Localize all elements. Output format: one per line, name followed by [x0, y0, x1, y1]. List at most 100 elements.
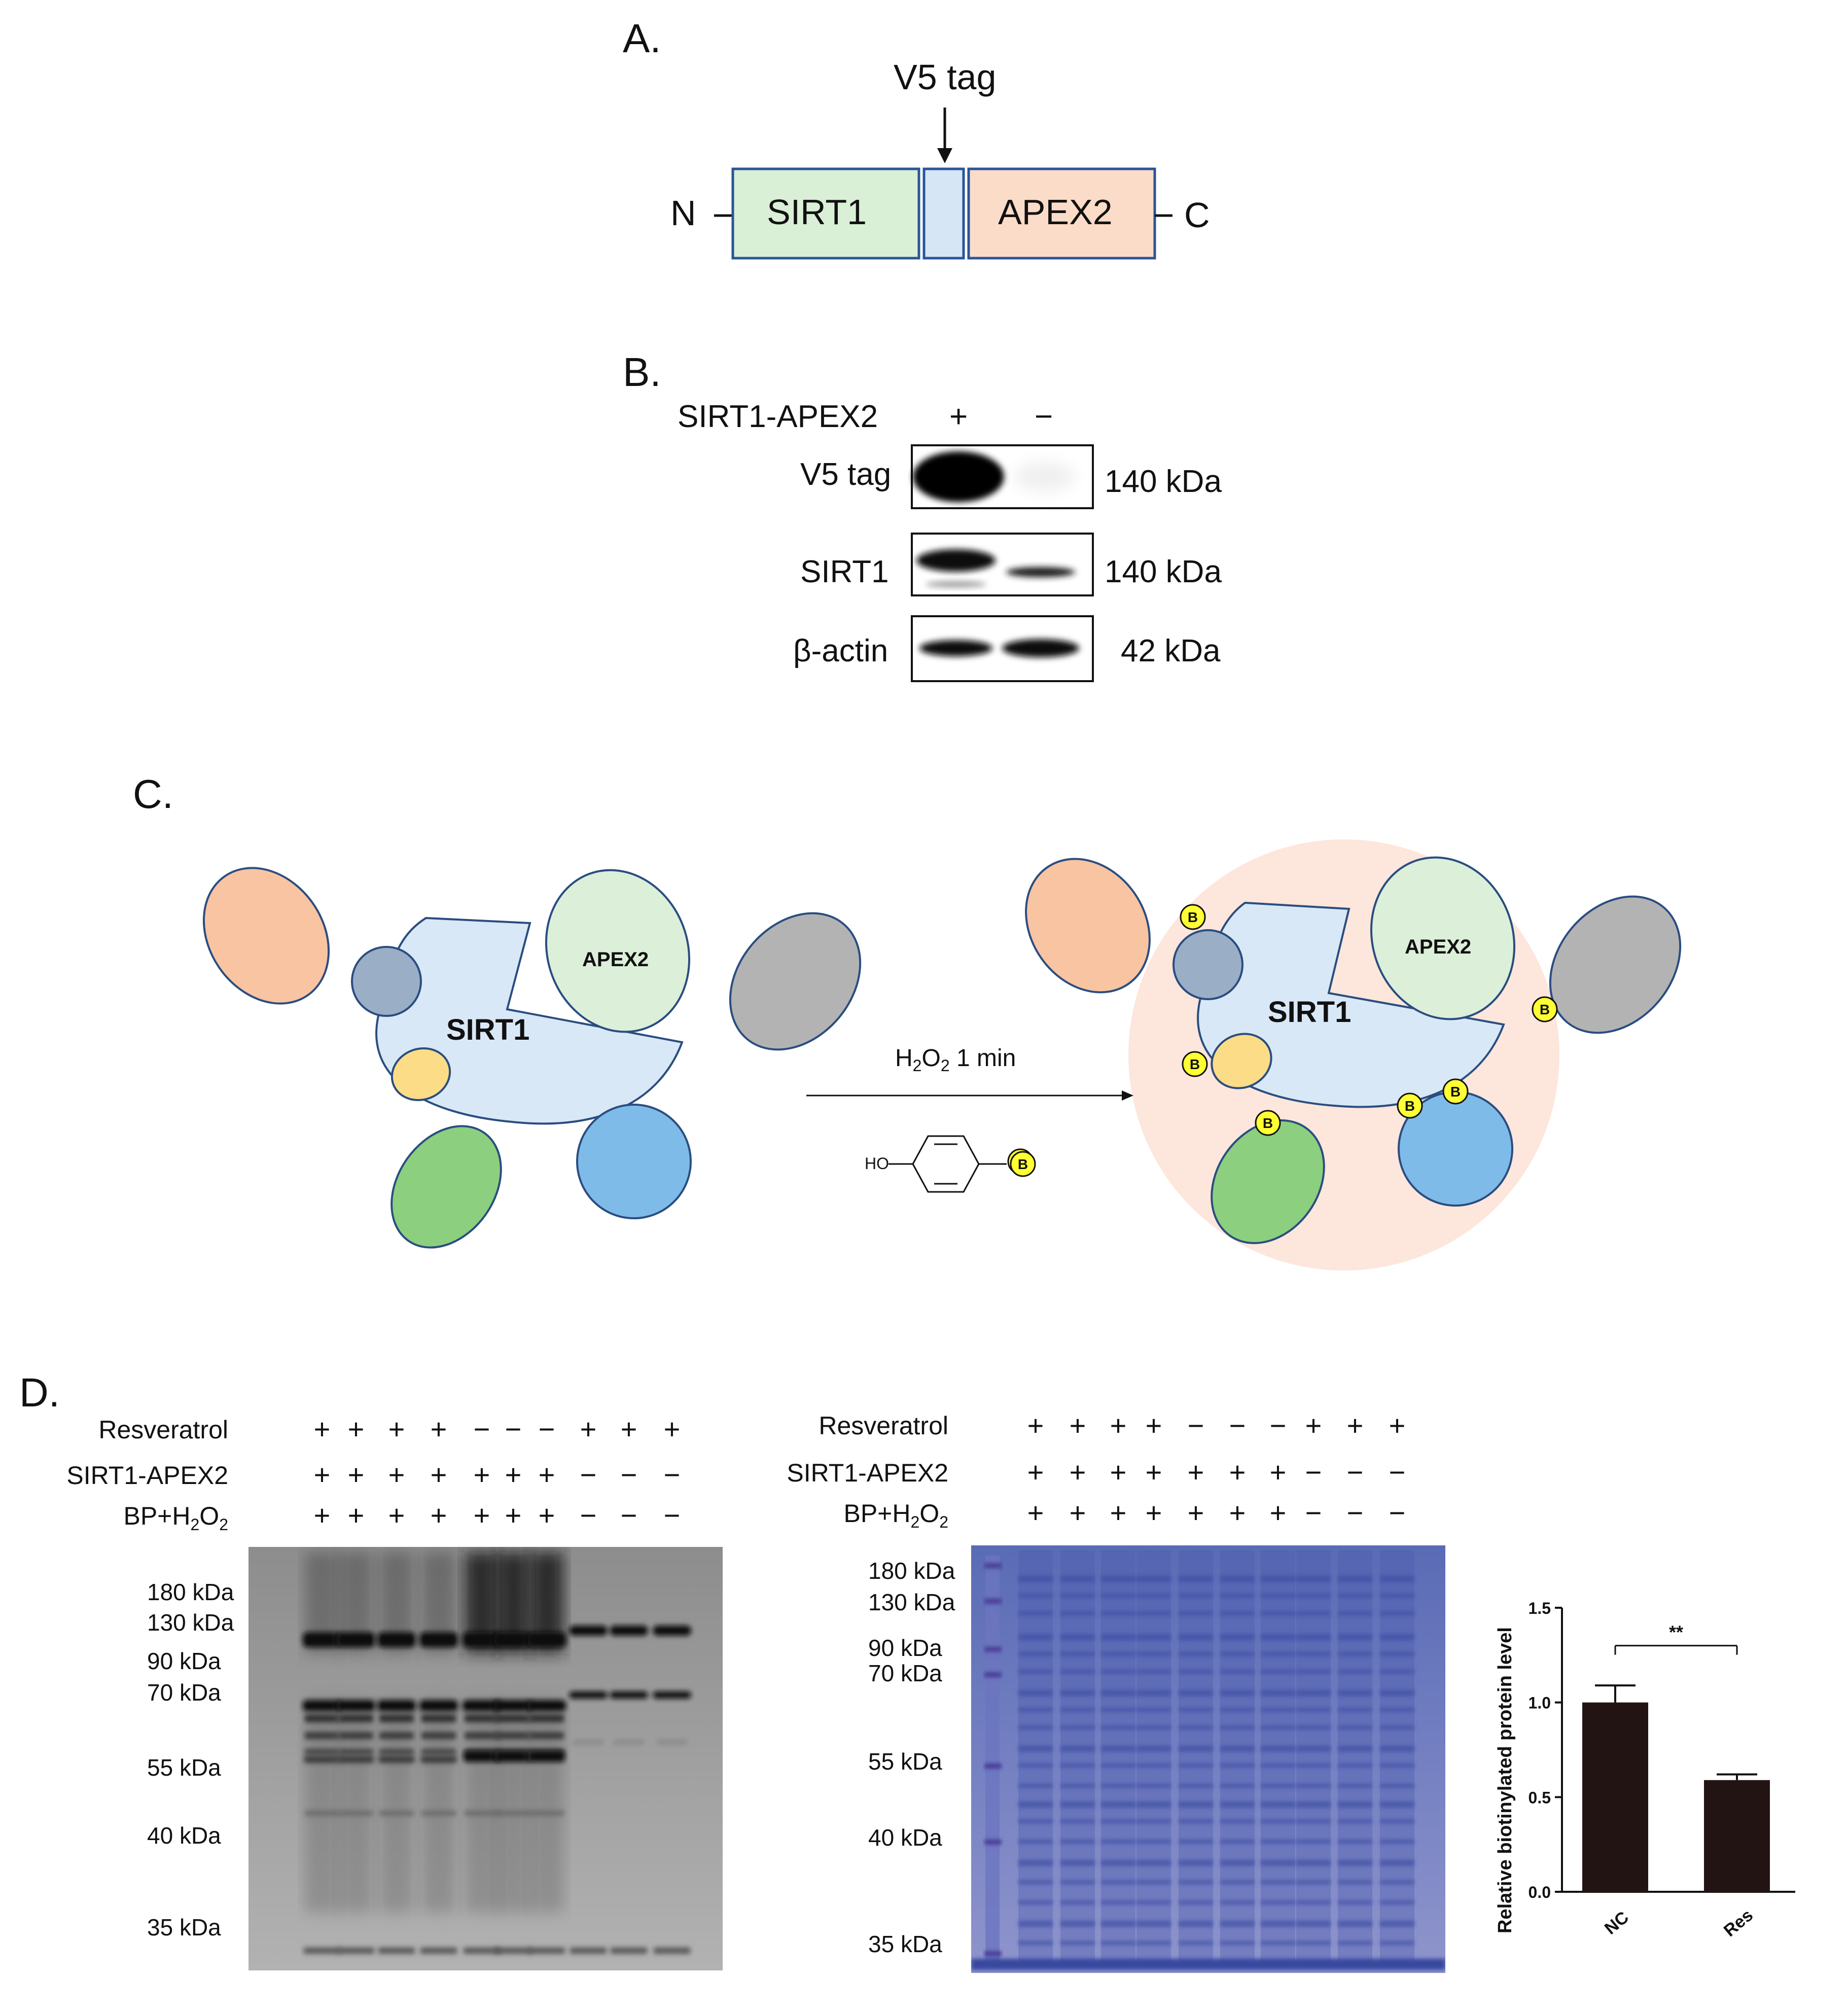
band-faint: [657, 1740, 687, 1745]
protein-band: [1296, 1594, 1331, 1598]
protein-band: [1060, 1819, 1095, 1823]
band-130kda: [610, 1626, 648, 1636]
protein-band: [1018, 1880, 1053, 1884]
construct-diagram: [714, 108, 1172, 260]
protein-band: [1296, 1941, 1331, 1945]
biotin-letter: B: [1263, 1115, 1273, 1131]
dye-front: [971, 1959, 1445, 1970]
band-actin-lane2: [1002, 639, 1079, 657]
protein-band: [1380, 1594, 1414, 1598]
lane-sign: +: [430, 1413, 447, 1445]
protein-band: [1060, 1690, 1095, 1696]
protein-band: [1296, 1802, 1331, 1808]
lane-sign: +: [1305, 1409, 1322, 1441]
protein-band: [1261, 1840, 1295, 1844]
panel-label-a: A.: [623, 16, 661, 61]
band-55kda: [420, 1756, 457, 1763]
lane-sign: +: [1027, 1497, 1044, 1529]
biotin-letter: B: [1188, 909, 1198, 925]
protein-band: [1179, 1763, 1213, 1768]
protein-band: [1261, 1900, 1295, 1904]
protein-band: [1261, 1725, 1295, 1729]
protein-band: [1136, 1708, 1171, 1712]
protein-band: [1018, 1746, 1053, 1752]
lane-sign: −: [1389, 1497, 1406, 1529]
protein-band: [1136, 1611, 1171, 1615]
ladder-band: [984, 1563, 1002, 1568]
protein-band: [1179, 1652, 1213, 1656]
lane-smear: [496, 1699, 530, 1912]
blot-size-actin: 42 kDa: [1121, 633, 1221, 668]
protein-band: [1060, 1802, 1095, 1808]
protein-band: [1220, 1819, 1255, 1823]
protein-band: [1060, 1921, 1095, 1927]
protein-band: [1136, 1690, 1171, 1696]
protein-band: [1136, 1652, 1171, 1656]
lane-sign: −: [580, 1499, 597, 1531]
lane-minus-label: −: [1035, 399, 1053, 434]
c-terminus-label: C: [1184, 195, 1210, 235]
protein-band: [1261, 1670, 1295, 1674]
protein-band: [1179, 1819, 1213, 1823]
lane-sign: +: [473, 1459, 490, 1491]
protein-band: [1136, 1900, 1171, 1904]
protein-band: [1380, 1690, 1414, 1696]
protein-band: [1220, 1900, 1255, 1904]
ladder-band: [984, 1763, 1002, 1769]
protein-band: [1179, 1802, 1213, 1808]
protein-band: [1101, 1746, 1135, 1752]
lane-smear: [465, 1699, 499, 1912]
lane-stain: [1101, 1550, 1135, 1961]
condition-label-sirt1-apex2: SIRT1-APEX2: [66, 1461, 228, 1490]
protein-band: [1380, 1802, 1414, 1808]
protein-band: [1101, 1634, 1135, 1640]
band-70kda: [569, 1691, 608, 1699]
biotin-tag: [1442, 1078, 1469, 1105]
lane-sign: +: [1346, 1409, 1364, 1441]
protein-band: [1338, 1690, 1372, 1696]
band-55kda: [304, 1756, 340, 1763]
lane-stain: [1261, 1550, 1295, 1961]
band-minor: [465, 1811, 499, 1816]
protein-band: [1179, 1900, 1213, 1904]
blot-target-v5: V5 tag: [800, 457, 892, 492]
band-35kda: [420, 1948, 457, 1954]
protein-band: [1136, 1819, 1171, 1823]
protein-band: [1179, 1634, 1213, 1640]
protein-band: [1101, 1900, 1135, 1904]
protein-band: [1220, 1611, 1255, 1615]
lane-sign: +: [1027, 1456, 1044, 1488]
lane-sign: +: [430, 1459, 447, 1491]
lane-sign: +: [538, 1499, 555, 1531]
protein-band: [1018, 1652, 1053, 1656]
protein-band: [1101, 1941, 1135, 1945]
condition-label-sirt1-apex2-right: SIRT1-APEX2: [787, 1459, 948, 1487]
probe-hydroxyl: HO: [865, 1154, 889, 1173]
v5-tag-label: V5 tag: [894, 57, 997, 97]
protein-band: [1136, 1725, 1171, 1729]
lane-sign: +: [1269, 1497, 1287, 1529]
condition-label-resveratrol-right: Resveratrol: [819, 1411, 948, 1440]
protein-band: [1261, 1921, 1295, 1927]
lane-stain: [1136, 1550, 1171, 1961]
band-35kda: [528, 1948, 565, 1954]
protein-band: [1338, 1746, 1372, 1752]
band-55kda: [528, 1751, 565, 1762]
lane-sign: +: [473, 1499, 490, 1531]
lane-sign: +: [388, 1499, 405, 1531]
apex2-domain-label: APEX2: [998, 192, 1113, 232]
band-minor: [379, 1732, 414, 1739]
lane-sign: +: [1229, 1497, 1246, 1529]
band-minor: [496, 1811, 530, 1816]
protein-band: [1338, 1594, 1372, 1598]
lane-sign: −: [1346, 1497, 1364, 1529]
protein-band: [1261, 1819, 1295, 1823]
lane-sign: +: [347, 1499, 365, 1531]
protein-band: [1296, 1708, 1331, 1712]
lane-sign: +: [1269, 1456, 1287, 1488]
lane-sign: +: [1027, 1409, 1044, 1441]
protein-band: [1136, 1840, 1171, 1844]
band-35kda: [338, 1948, 374, 1954]
lane-sign: −: [538, 1413, 555, 1445]
protein-band: [1018, 1634, 1053, 1640]
